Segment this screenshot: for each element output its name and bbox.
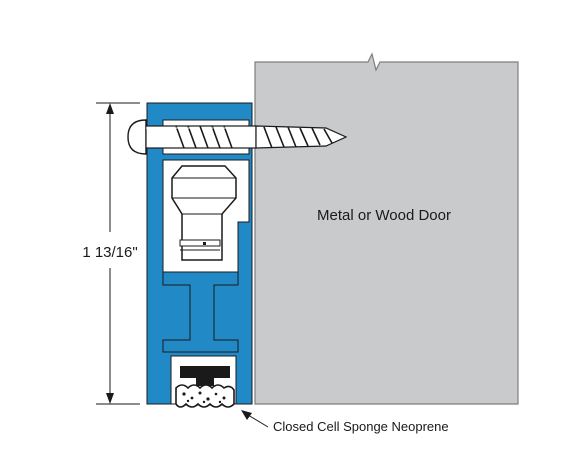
screw-head [127,119,147,155]
seal-t-profile [180,366,230,386]
insert-marker [203,242,206,245]
seal-callout-label: Closed Cell Sponge Neoprene [273,419,449,434]
seal-texture [182,391,226,404]
sponge-seal-icon [175,384,235,408]
seal-callout-leader [241,410,269,428]
door-label: Metal or Wood Door [317,207,451,224]
door-panel [254,52,519,405]
wood-screw-icon [127,119,348,155]
housing-stem [162,271,239,353]
height-dimension-label: 1 13/16" [82,244,137,261]
height-dimension [96,102,140,405]
screw-threads [175,125,333,149]
insert-slot [179,239,221,247]
